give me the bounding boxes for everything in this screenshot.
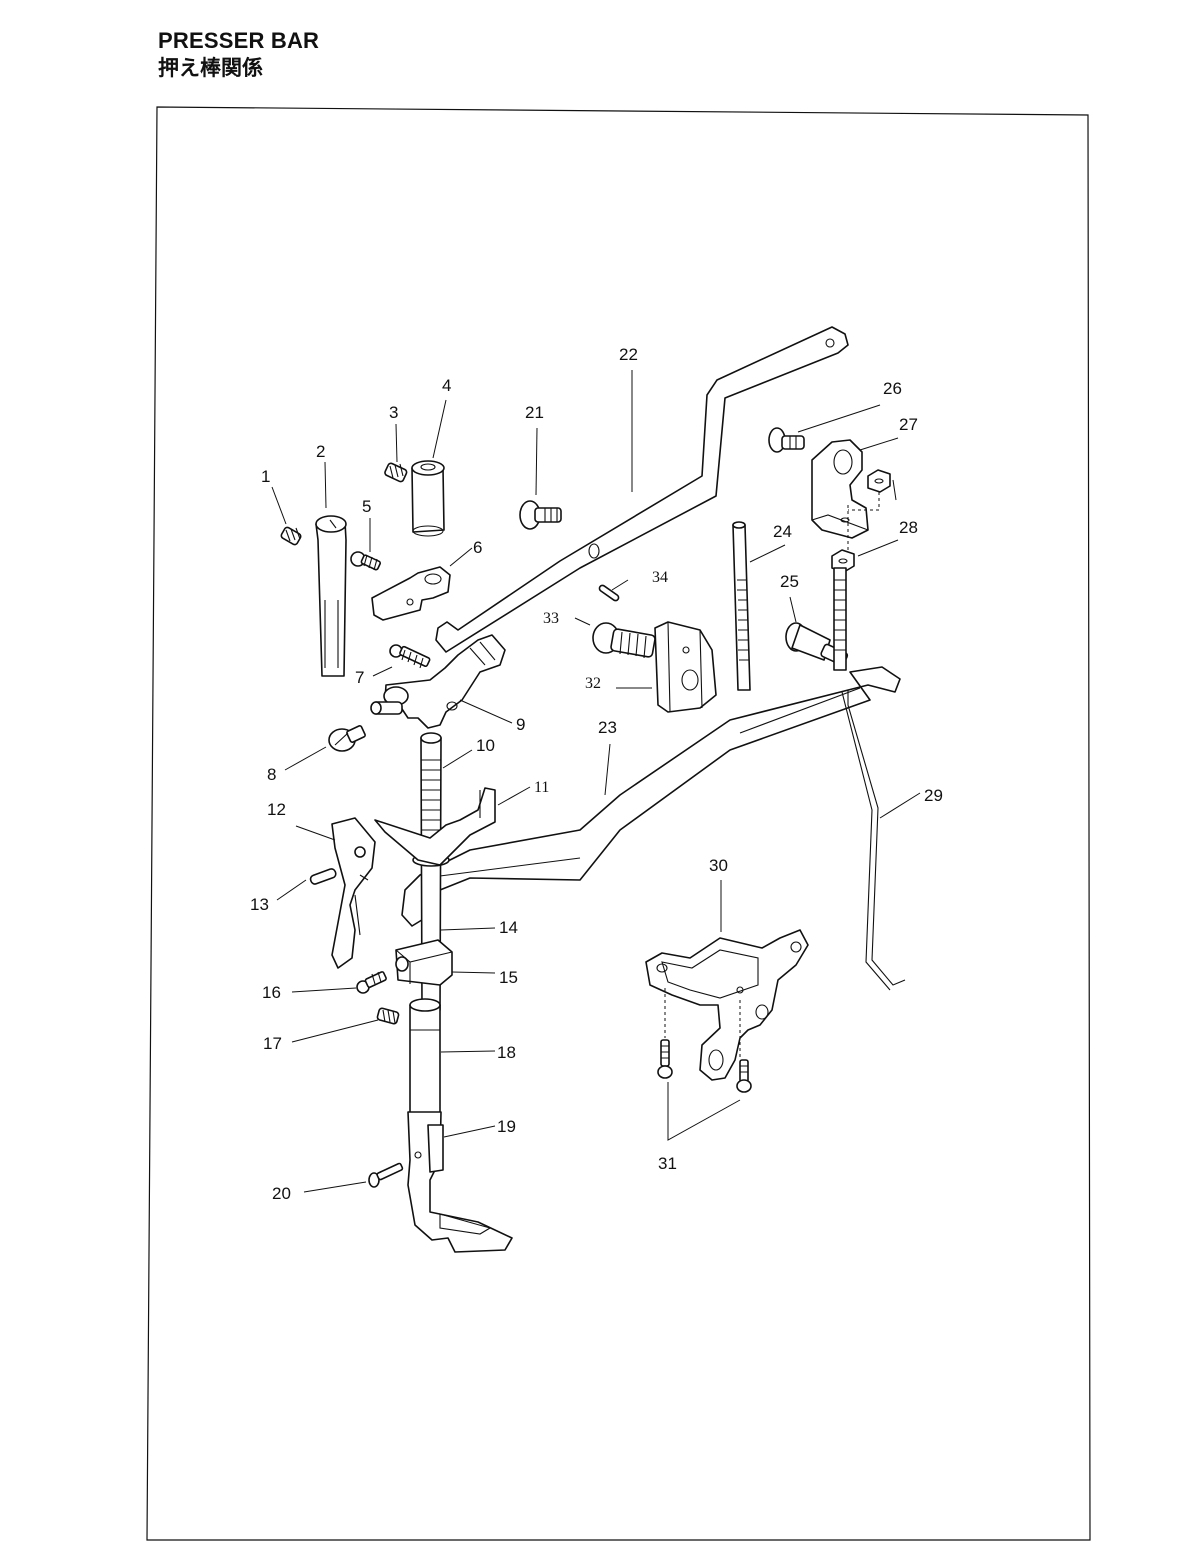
part-30-mechanism [645, 929, 809, 1081]
callout-10: 10 [476, 736, 495, 755]
callout-34: 34 [652, 569, 668, 586]
part-32-block [654, 621, 717, 713]
callout-23: 23 [598, 718, 617, 737]
part-8-thumb-screw [328, 725, 366, 752]
callout-5: 5 [362, 497, 371, 516]
callout-8: 8 [267, 765, 276, 784]
part-29-rod [847, 690, 906, 986]
callout-25: 25 [780, 572, 799, 591]
part-1-set-screw [280, 526, 302, 546]
callout-22: 22 [619, 345, 638, 364]
part-4-bushing [411, 460, 445, 537]
callout-7: 7 [355, 668, 364, 687]
part-19-presser-foot [407, 1111, 513, 1253]
leader-lines [271, 370, 921, 1193]
part-20-screw [368, 1162, 404, 1188]
part-18-lower-bar [409, 998, 441, 1116]
callout-3: 3 [389, 403, 398, 422]
part-34-pin [598, 584, 620, 602]
callout-18: 18 [497, 1043, 516, 1062]
part-23-lifting-lever [401, 666, 901, 927]
title-english: PRESSER BAR [158, 28, 320, 53]
part-16-screw [356, 971, 387, 994]
callout-16: 16 [262, 983, 281, 1002]
part-28-nut-top [867, 469, 891, 493]
part-11-bracket-plate [374, 787, 496, 866]
callout-31: 31 [658, 1154, 677, 1173]
callout-32: 32 [585, 675, 601, 692]
part-9-lifting-bracket [370, 634, 506, 729]
callout-2: 2 [316, 442, 325, 461]
callout-33: 33 [543, 610, 559, 627]
callout-14: 14 [499, 918, 518, 937]
callout-17: 17 [263, 1034, 282, 1053]
callout-20: 20 [272, 1184, 291, 1203]
part-17-set-screw [376, 1007, 400, 1025]
part-31-screw-right [736, 1059, 752, 1093]
part-6-bar-guide [371, 566, 451, 621]
part-26-screw [768, 427, 805, 453]
page-header: PRESSER BAR 押え棒関係 [158, 28, 319, 82]
part-5-screw [350, 551, 381, 571]
title-japanese: 押え棒関係 [158, 56, 263, 80]
diagram-frame [146, 106, 1091, 1541]
part-2-guide-pin [315, 515, 347, 677]
callout-1: 1 [261, 467, 270, 486]
part-12-lever [331, 817, 376, 969]
callout-9: 9 [516, 715, 525, 734]
part-29-stud [833, 567, 847, 671]
callout-28: 28 [899, 518, 918, 537]
callout-15: 15 [499, 968, 518, 987]
part-33-screw [592, 622, 656, 659]
part-31-screw-left [657, 1039, 673, 1079]
callout-11: 11 [534, 779, 549, 796]
part-28-nut-bottom [831, 549, 855, 573]
callout-29: 29 [924, 786, 943, 805]
callout-26: 26 [883, 379, 902, 398]
part-15-collar [395, 939, 453, 986]
part-7-screw [389, 644, 431, 669]
callout-30: 30 [709, 856, 728, 875]
callout-labels: 1 2 3 4 5 6 7 8 9 10 11 12 13 14 15 16 1… [250, 345, 943, 1203]
callout-12: 12 [267, 800, 286, 819]
callout-13: 13 [250, 895, 269, 914]
part-13-pin [309, 868, 337, 885]
part-21-shoulder-screw [519, 500, 562, 530]
part-22-lever-arm [435, 326, 849, 653]
callout-21: 21 [525, 403, 544, 422]
part-3-set-screw [384, 462, 408, 483]
part-27-bracket [811, 439, 869, 539]
callout-27: 27 [899, 415, 918, 434]
callout-4: 4 [442, 376, 451, 395]
callout-24: 24 [773, 522, 792, 541]
part-24-threaded-rod [732, 521, 751, 691]
callout-6: 6 [473, 538, 482, 557]
callout-19: 19 [497, 1117, 516, 1136]
